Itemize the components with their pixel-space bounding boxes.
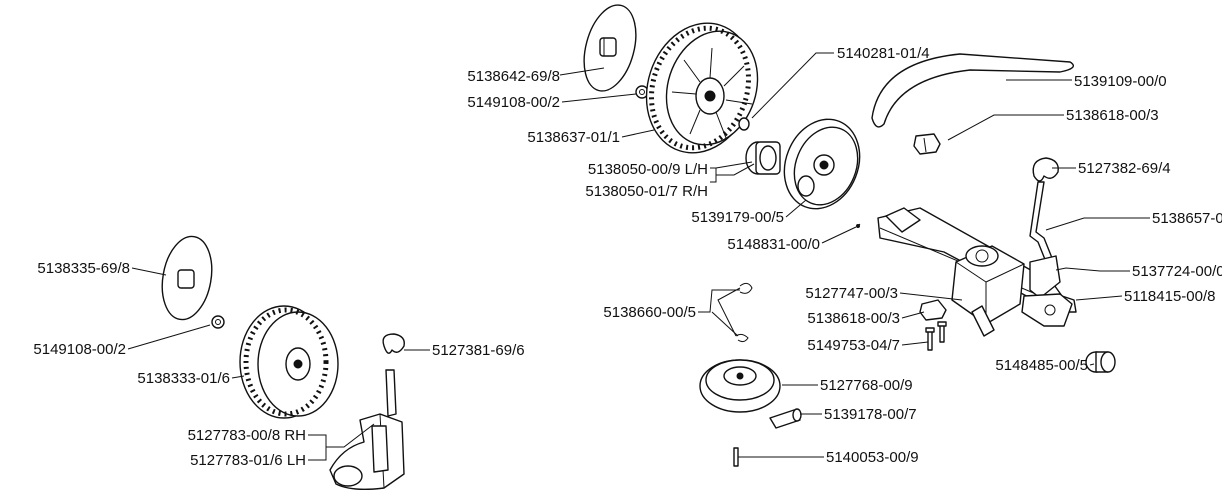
label-hubcap-top: 5138642-69/8 xyxy=(467,68,560,85)
label-lever-rod: 5138657-00/1 xyxy=(1152,210,1222,227)
label-hubcap-left: 5138335-69/8 xyxy=(37,260,130,277)
clip-lower-drawing xyxy=(919,299,947,321)
label-washer-top: 5149108-00/2 xyxy=(467,94,560,111)
spring-drawing xyxy=(717,282,753,343)
washer-right-drawing xyxy=(738,117,750,131)
wheel-left-drawing xyxy=(239,305,339,419)
label-height-lever-lh: 5127783-01/6 LH xyxy=(190,452,306,469)
label-washer-left: 5149108-00/2 xyxy=(33,341,126,358)
label-clip-top: 5138618-00/3 xyxy=(1066,107,1159,124)
label-pin: 5148831-00/0 xyxy=(727,236,820,253)
label-belt: 5139109-00/0 xyxy=(1074,73,1167,90)
label-axle: 5118415-00/8 xyxy=(1124,288,1215,305)
label-spring: 5138660-00/5 xyxy=(603,304,696,321)
pin-drawing xyxy=(856,223,861,228)
leader-lines xyxy=(127,52,1150,461)
label-knob-right: 5127382-69/4 xyxy=(1078,160,1171,177)
label-pinion-lh: 5138050-00/9 L/H xyxy=(588,161,708,178)
clip-top-drawing xyxy=(913,133,941,155)
hubcap-top-drawing xyxy=(583,4,637,92)
pulley-bottom-drawing xyxy=(699,359,781,413)
lever-rod-drawing xyxy=(1029,181,1053,263)
part-labels: 5138642-69/8 5149108-00/2 5138637-01/1 5… xyxy=(33,45,1222,469)
knob-right-drawing xyxy=(1032,157,1059,182)
belt-drawing xyxy=(871,53,1074,128)
pinion-drawing xyxy=(745,141,781,175)
label-wheel-left: 5138333-01/6 xyxy=(137,370,230,387)
label-pinion-rh: 5138050-01/7 R/H xyxy=(585,183,708,200)
label-washer-right: 5140281-01/4 xyxy=(837,45,930,62)
label-transmission: 5127747-00/3 xyxy=(805,285,898,302)
screws-drawing xyxy=(925,321,947,351)
height-lever-drawing xyxy=(329,369,405,491)
label-screws: 5149753-04/7 xyxy=(807,337,900,354)
transmission-drawing xyxy=(877,207,1077,337)
label-bushing: 5148485-00/5 xyxy=(995,357,1088,374)
bushing-drawing xyxy=(1085,351,1116,373)
knob-left-drawing xyxy=(382,333,405,354)
label-knob-left: 5127381-69/6 xyxy=(432,342,525,359)
pulley-top-drawing xyxy=(783,118,861,210)
label-clip-lower: 5138618-00/3 xyxy=(807,310,900,327)
label-pulley-top: 5139179-00/5 xyxy=(691,209,784,226)
hubcap-left-drawing xyxy=(161,235,213,321)
label-wheel-top: 5138637-01/1 xyxy=(527,129,620,146)
label-spacer: 5139178-00/7 xyxy=(824,406,917,423)
label-pulley-bottom: 5127768-00/9 xyxy=(820,377,913,394)
label-height-lever-rh: 5127783-00/8 RH xyxy=(188,427,306,444)
wheel-top-drawing xyxy=(645,22,759,154)
washer-left-drawing xyxy=(211,315,225,329)
label-key: 5140053-00/9 xyxy=(826,449,919,466)
spacer-drawing xyxy=(769,408,802,429)
label-bracket: 5137724-00/0 xyxy=(1132,263,1222,280)
